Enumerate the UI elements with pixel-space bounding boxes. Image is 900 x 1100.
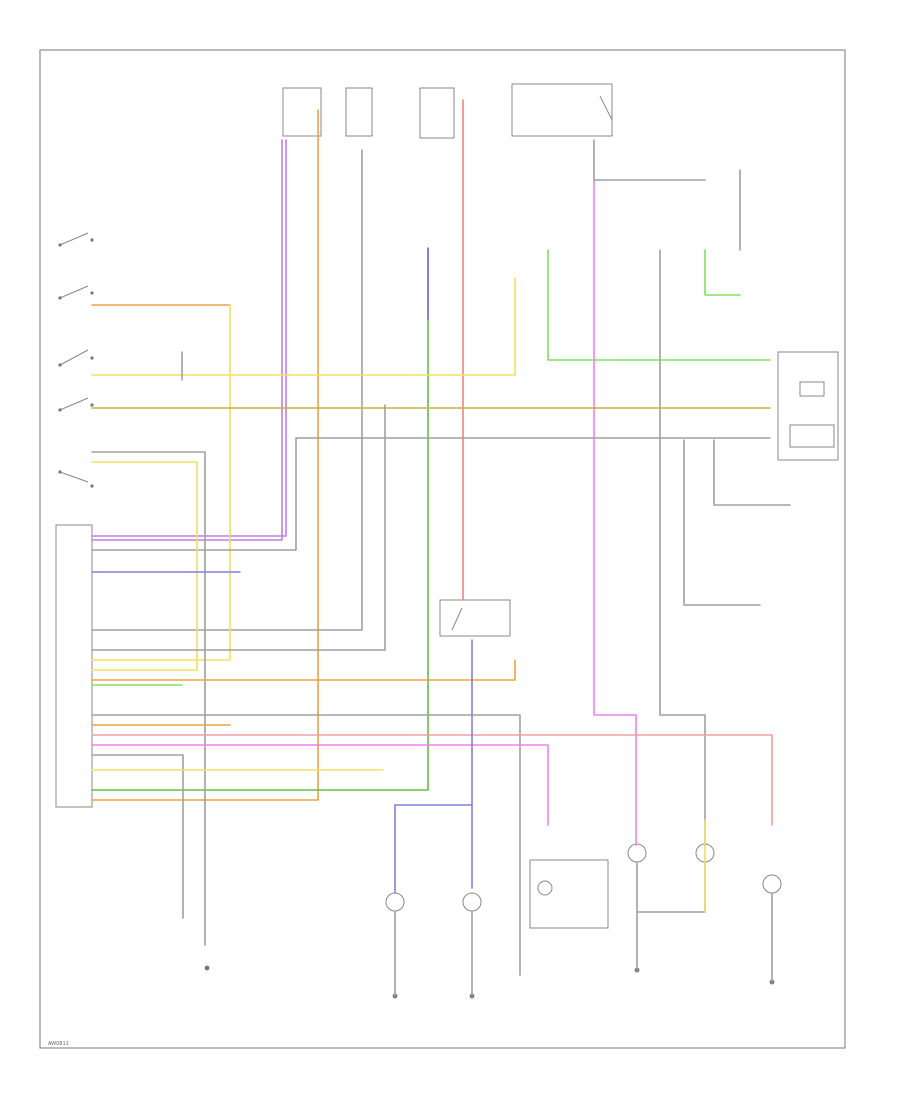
fuse-block-2 (345, 87, 373, 137)
wire-gray-37 (636, 861, 706, 913)
wire-harness (91, 99, 791, 997)
wire-lightpink-27 (91, 734, 773, 826)
wire-orange-2 (91, 109, 319, 801)
left-front-lamp-bulb (627, 843, 647, 863)
wire-gray-19 (91, 451, 206, 946)
left-headlamp-bulb (385, 892, 405, 912)
wire-gray-11 (659, 249, 706, 846)
ground-symbols (204, 965, 775, 999)
wire-gray-25 (91, 714, 521, 976)
fuse-block-1 (282, 87, 322, 137)
headlamp-relay (511, 83, 613, 137)
wire-gray-3 (91, 149, 363, 631)
wire-yellow-7 (91, 277, 516, 376)
wire-lightblue-31 (394, 804, 473, 889)
right-headlamp-bulb (462, 892, 482, 912)
left-lamp-module (529, 859, 609, 929)
wire-gray-10 (593, 139, 706, 181)
wire-yellow-15 (91, 304, 231, 661)
footer-code: AW0811 (48, 1041, 69, 1047)
wire-gray-18 (91, 437, 297, 551)
wire-green-6 (91, 319, 429, 791)
right-lamp-bulb (762, 874, 782, 894)
wire-violet-0 (91, 139, 283, 541)
instrument-cluster (777, 351, 839, 461)
fuse-block-3 (419, 87, 455, 139)
junction-module (439, 599, 511, 637)
wire-orange-22 (91, 659, 516, 681)
left-lamp-bulb-1 (537, 880, 553, 896)
wire-lightgreen-12 (704, 249, 741, 296)
combination-switch (58, 232, 94, 488)
diagram-frame (39, 49, 846, 1049)
wire-violet-1 (91, 139, 287, 537)
cluster-indicator-2 (789, 424, 835, 448)
connector-block-left (55, 524, 93, 808)
wire-lightgreen-8 (547, 249, 771, 361)
wire-pink-28 (91, 744, 549, 826)
junction-contact (451, 607, 463, 631)
wire-pink-9 (593, 179, 637, 846)
relay-contact (599, 95, 613, 121)
wire-gray-40 (683, 439, 761, 606)
wire-gray-29 (91, 754, 184, 919)
wire-yellow-20 (91, 461, 198, 671)
wire-gray-23 (91, 404, 386, 651)
wire-gray-41 (713, 439, 791, 506)
cluster-indicator-1 (799, 381, 825, 397)
